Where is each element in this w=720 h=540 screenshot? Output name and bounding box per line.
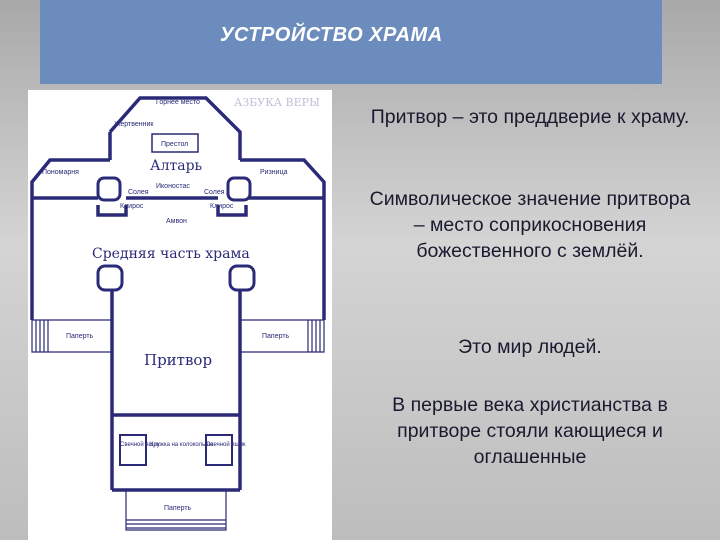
altar-apse-wall — [108, 96, 242, 160]
prestol-box — [151, 133, 199, 153]
candle-box-left — [119, 434, 147, 466]
label-altar: Алтарь — [150, 158, 203, 174]
watermark: АЗБУКА ВЕРЫ — [234, 96, 320, 109]
nave-right-step — [216, 205, 248, 217]
label-middle: Средняя часть храма — [92, 246, 250, 262]
left-wing-wall — [30, 158, 110, 320]
description-panel: Притвор – это преддверие к храму. Символ… — [368, 90, 692, 540]
label-paperty-bottom: Паперть — [164, 505, 192, 512]
bottom-porch — [125, 489, 227, 531]
label-prestol: Престол — [161, 141, 188, 148]
label-svechnoy-left: Свечной ящик — [120, 441, 160, 448]
right-porch — [239, 319, 325, 353]
label-kliros-left: Клирос — [120, 203, 144, 210]
label-paperty-right: Паперть — [262, 333, 290, 340]
right-porch-stairs — [307, 320, 321, 352]
slide-title: УСТРОЙСТВО ХРАМА — [220, 24, 443, 46]
label-amvon: Амвон — [166, 218, 187, 225]
nave-left-step — [96, 205, 128, 217]
pillar-bottom-right — [228, 264, 256, 292]
label-zhertvennik: Жертвенник — [114, 121, 154, 128]
paragraph-pritvor-definition: Притвор – это преддверие к храму. — [370, 106, 690, 128]
pillar-top-right — [226, 176, 252, 202]
temple-floor-plan: АЗБУКА ВЕРЫ Горнее место Жертвенник Прес… — [28, 90, 332, 540]
paragraph-symbolic-meaning: Символическое значение притвора – место … — [369, 188, 691, 262]
left-porch — [31, 319, 113, 353]
label-paperty-left: Паперть — [66, 333, 94, 340]
left-porch-stairs — [35, 320, 49, 352]
candle-box-right — [205, 434, 233, 466]
label-pritvor: Притвор — [144, 351, 212, 369]
bottom-porch-stairs — [126, 519, 226, 529]
temple-floor-plan-drawing: АЗБУКА ВЕРЫ Горнее место Жертвенник Прес… — [30, 96, 326, 531]
label-soleya-right: Солея — [204, 189, 225, 196]
label-soleya-left: Солея — [128, 189, 149, 196]
label-svechnoy-right: Свечной ящик — [206, 441, 246, 448]
pillar-bottom-left — [96, 264, 124, 292]
pillar-top-left — [96, 176, 122, 202]
label-ikonostas: Иконостас — [156, 183, 190, 190]
paragraph-first-centuries: В первые века христианства в притворе ст… — [392, 394, 668, 468]
label-gornee-mesto: Горнее место — [156, 99, 200, 106]
title-bar: УСТРОЙСТВО ХРАМА — [40, 0, 662, 84]
label-kruzhka: Кружка на колокольню — [150, 442, 214, 448]
paragraph-world-of-people: Это мир людей. — [458, 336, 602, 358]
label-ponomarnya: Пономарня — [42, 169, 79, 176]
label-kliros-right: Клирос — [210, 203, 234, 210]
right-wing-wall — [240, 158, 326, 320]
label-riznitsa: Ризница — [260, 169, 288, 176]
